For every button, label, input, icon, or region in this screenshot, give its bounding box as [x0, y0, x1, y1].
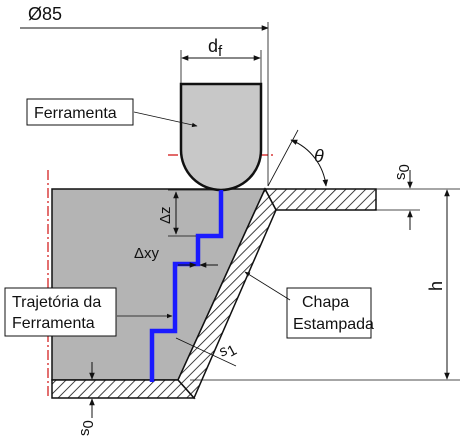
trajectory-label-box — [4, 287, 117, 337]
trajectory-label-line1: Trajetória da — [12, 294, 101, 311]
sheet-leader — [244, 271, 291, 301]
tool-label: Ferramenta — [34, 105, 117, 122]
delta-z-label: Δz — [157, 206, 174, 224]
theta-label: θ — [314, 146, 324, 166]
sheet-label-line2: Estampada — [293, 316, 374, 333]
sheet-label-box — [286, 287, 372, 339]
delta-xy-label: Δxy — [134, 245, 160, 262]
s0-top-label: s0 — [392, 164, 413, 180]
theta-arc — [290, 139, 329, 187]
tool-shape — [179, 82, 263, 192]
h-label: h — [426, 281, 446, 291]
s1-leader — [175, 337, 237, 367]
tool-diameter-label: df — [208, 36, 223, 60]
s1-label: s1 — [216, 338, 240, 364]
s0-bottom-label: s0 — [76, 420, 97, 436]
sheet-top-flange — [263, 188, 377, 211]
diameter-label: Ø85 — [28, 4, 62, 24]
trajectory-label-line2: Ferramenta — [12, 315, 95, 332]
tool-label-box — [26, 98, 134, 126]
sheet-bottom — [51, 379, 196, 399]
tool-leader — [133, 111, 198, 128]
theta-ray — [267, 129, 299, 187]
toolpath-line — [149, 190, 224, 382]
sheet-label-line1: Chapa — [302, 294, 349, 311]
